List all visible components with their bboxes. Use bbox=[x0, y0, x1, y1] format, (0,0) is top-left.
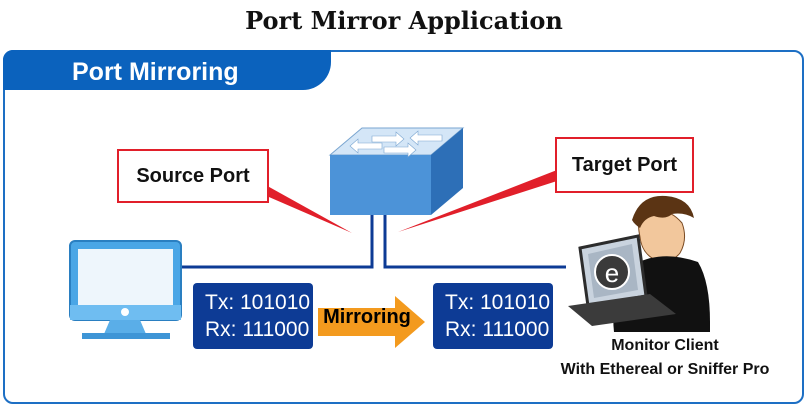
monitor-client-label: Monitor Client With Ethereal or Sniffer … bbox=[530, 334, 800, 382]
source-callout-pointer bbox=[262, 183, 352, 233]
ethereal-logo-icon bbox=[594, 254, 630, 290]
target-port-callout: Target Port bbox=[555, 137, 694, 193]
source-port-callout: Source Port bbox=[117, 149, 269, 203]
target-callout-pointer bbox=[398, 170, 557, 232]
source-cable bbox=[182, 215, 374, 269]
monitor-client-icon: e bbox=[568, 195, 710, 332]
mirroring-label: Mirroring bbox=[323, 306, 411, 328]
source-tx-value: Tx: 101010 bbox=[205, 291, 311, 314]
page-title: Port Mirror Application bbox=[245, 6, 563, 35]
source-computer-icon bbox=[69, 240, 182, 339]
network-cables bbox=[182, 215, 566, 269]
target-tx-value: Tx: 101010 bbox=[445, 291, 551, 314]
mirroring-arrow bbox=[318, 296, 425, 348]
source-traffic-box: Tx: 101010 Rx: 111000 bbox=[193, 283, 313, 349]
target-cable bbox=[383, 215, 566, 269]
apple-logo-icon bbox=[121, 308, 129, 316]
svg-text:e: e bbox=[605, 258, 619, 288]
client-line-2: With Ethereal or Sniffer Pro bbox=[560, 361, 770, 378]
client-line-1: Monitor Client bbox=[611, 337, 719, 354]
source-rx-value: Rx: 111000 bbox=[205, 318, 310, 341]
panel-label: Port Mirroring bbox=[72, 58, 239, 86]
switch-icon bbox=[328, 127, 465, 215]
target-traffic-box: Tx: 101010 Rx: 111000 bbox=[433, 283, 553, 349]
target-rx-value: Rx: 111000 bbox=[445, 318, 550, 341]
panel-tab bbox=[3, 50, 331, 90]
